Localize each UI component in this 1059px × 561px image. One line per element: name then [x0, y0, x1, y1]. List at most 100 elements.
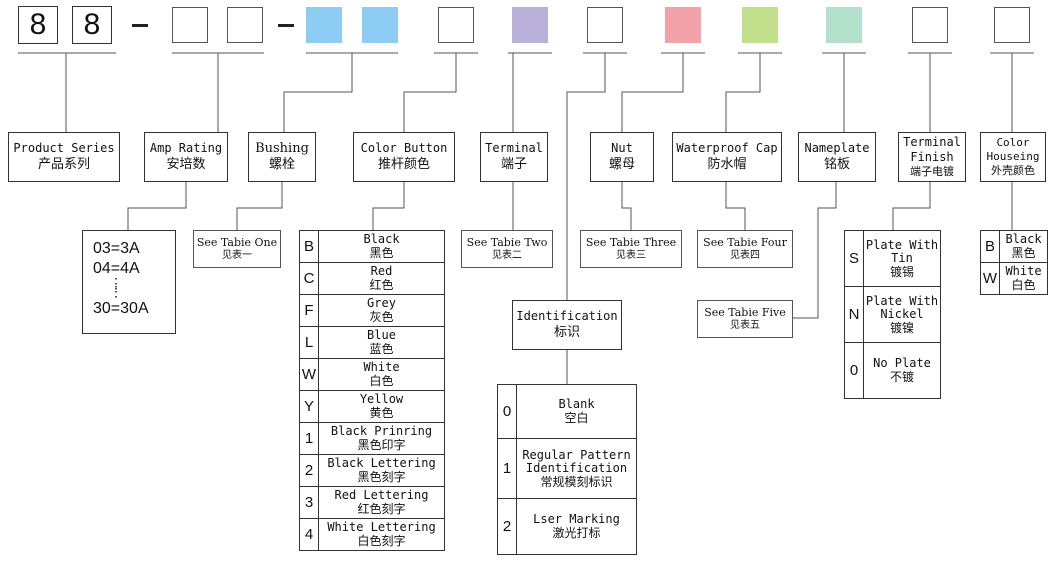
nameplate-en: Nameplate [804, 141, 870, 155]
see-table-one-en: See Tabie One [196, 236, 278, 249]
identification-option-code: 2 [497, 498, 517, 555]
color-button-option-zh: 黄色 [369, 406, 394, 420]
identification-option-en: Blank [558, 397, 595, 411]
identification-option-zh: 激光打标 [552, 526, 601, 540]
amp-value-row-3: 30=30A [93, 300, 149, 317]
terminal-finish-option-en: No Plate [873, 356, 931, 370]
product-series-label: Product Series 产品系列 [8, 132, 120, 182]
color-button-option-zh: 白色刻字 [357, 534, 406, 548]
identification-option-zh: 空白 [564, 411, 589, 425]
color-button-label: Color Button 推杆颜色 [353, 132, 455, 182]
color-button-option-code: 1 [299, 422, 319, 455]
waterproof-cap-en: Waterproof Cap [676, 141, 778, 155]
amp-ellipsis: ⋮⋮ [109, 275, 123, 299]
color-button-option-en: Red [370, 264, 393, 278]
bushing-zh: 螺栓 [268, 157, 295, 172]
terminal-finish-option-code: S [844, 230, 864, 287]
terminal-en: Terminal [485, 141, 543, 155]
terminal-finish-en1: Terminal [903, 135, 961, 149]
color-button-option-zh: 黑色刻字 [357, 470, 406, 484]
see-table-two-zh: 见表二 [492, 250, 522, 261]
amp-rating-en: Amp Rating [149, 141, 223, 155]
waterproof-cap-slot [742, 7, 778, 43]
waterproof-cap-label: Waterproof Cap 防水帽 [672, 132, 782, 182]
color-button-option-zh: 蓝色 [369, 342, 394, 356]
terminal-finish-option-code: N [844, 286, 864, 343]
color-button-option-code: C [299, 262, 319, 295]
see-table-five-zh: 见表五 [730, 320, 760, 331]
color-button-option-code: B [299, 230, 319, 263]
color-button-option-code: 2 [299, 454, 319, 487]
identification-option-en: Identification [525, 460, 628, 475]
color-button-option-en: Red Lettering [334, 488, 429, 502]
amp-value-row-1: 03=3A [93, 240, 140, 257]
terminal-finish-option-en: Nickel [880, 306, 924, 321]
color-housing-zh: 外壳颜色 [991, 164, 1035, 177]
product-series-en: Product Series [13, 141, 115, 155]
nut-zh: 螺母 [608, 157, 635, 172]
terminal-slot [512, 7, 548, 43]
nut-label: Nut 螺母 [590, 132, 654, 182]
housing-color-option-zh: 白色 [1011, 278, 1036, 292]
housing-color-option-en: White [1005, 264, 1042, 278]
see-table-three-zh: 见表三 [616, 250, 646, 261]
color-button-option-en: Black [363, 232, 400, 246]
housing-color-option-en: Black [1005, 232, 1042, 246]
color-housing-label: Color Houseing 外壳颜色 [980, 132, 1046, 182]
color-button-option-en: Blue [367, 328, 396, 342]
identification-label: Identification 标识 [512, 300, 622, 350]
identification-option-code: 1 [497, 438, 517, 499]
color-button-en: Color Button [360, 141, 448, 155]
identification-option-zh: 常规模刻标识 [540, 474, 613, 489]
color-button-option-zh: 红色刻字 [357, 502, 406, 516]
color-button-option-zh: 黑色 [369, 246, 394, 260]
color-button-option-code: F [299, 294, 319, 327]
housing-color-option-code: W [980, 262, 1000, 295]
color-button-zh: 推杆颜色 [377, 157, 430, 172]
nameplate-label: Nameplate 铭板 [798, 132, 876, 182]
color-button-option-zh: 红色 [369, 278, 394, 292]
color-button-option-code: L [299, 326, 319, 359]
code-digit-2: 8 [72, 6, 112, 44]
housing-color-slot [994, 7, 1030, 43]
see-table-three: See Tabie Three 见表三 [580, 230, 682, 268]
amp-rating-zh: 安培数 [166, 157, 206, 172]
terminal-finish-option-zh: 镀镍 [889, 320, 914, 335]
see-table-two-en: See Tabie Two [466, 236, 548, 249]
color-button-option-en: Grey [367, 296, 396, 310]
housing-color-option-zh: 黑色 [1011, 246, 1036, 260]
bushing-slot-1 [306, 7, 342, 43]
bushing-en: Bushing [255, 141, 309, 156]
nameplate-slot [826, 7, 862, 43]
terminal-finish-option-zh: 镀锡 [889, 264, 914, 279]
identification-option-en: Lser Marking [533, 512, 620, 526]
terminal-label: Terminal 端子 [480, 132, 548, 182]
bushing-slot-2 [362, 7, 398, 43]
nameplate-zh: 铭板 [823, 157, 850, 172]
see-table-one-zh: 见表一 [222, 250, 252, 261]
waterproof-cap-zh: 防水帽 [707, 157, 747, 172]
terminal-finish-option-en: Tin [891, 250, 913, 265]
